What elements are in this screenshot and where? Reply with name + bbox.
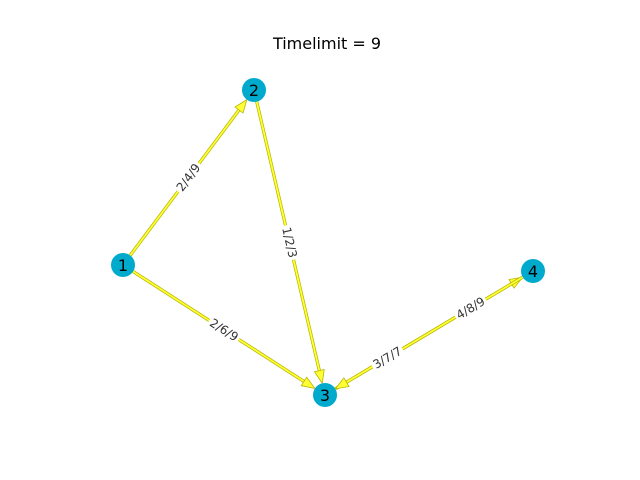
node-label: 3 [320, 386, 330, 405]
edges-layer [128, 98, 524, 391]
node-1: 1 [111, 253, 135, 277]
node-label: 2 [249, 81, 259, 100]
node-circle [521, 259, 545, 283]
node-3: 3 [313, 383, 337, 407]
edge-arrowhead [313, 368, 325, 385]
edge-label-background [368, 341, 407, 374]
edge-label-4-3: 4/8/9 [451, 292, 490, 325]
edge-label-text: 1/2/3 [279, 226, 300, 259]
edge-label-text: 2/6/9 [207, 316, 241, 345]
edge-labels-layer: 2/4/91/2/32/6/93/7/74/8/9 [171, 158, 490, 374]
nodes-layer: 1 2 3 4 [111, 78, 545, 407]
edge-label-2-3: 1/2/3 [277, 223, 302, 262]
edge-4-3 [334, 275, 524, 390]
node-circle [313, 383, 337, 407]
node-circle [111, 253, 135, 277]
edge-label-background [171, 158, 206, 197]
edge-label-text: 4/8/9 [454, 294, 488, 322]
graph-title: Timelimit = 9 [272, 34, 381, 53]
edge-arrowhead [334, 377, 350, 390]
edge-label-1-3: 2/6/9 [204, 313, 244, 347]
edge-arrowhead [234, 98, 248, 114]
edge-label-background [451, 292, 490, 325]
edge-arrowhead [300, 376, 316, 390]
node-circle [242, 78, 266, 102]
node-label: 4 [528, 262, 538, 281]
node-2: 2 [242, 78, 266, 102]
node-label: 1 [118, 256, 128, 275]
edge-label-background [277, 223, 302, 262]
edge-label-background [204, 313, 244, 347]
edge-label-text: 3/7/7 [371, 344, 405, 372]
edge-label-3-4: 3/7/7 [368, 341, 407, 374]
node-4: 4 [521, 259, 545, 283]
